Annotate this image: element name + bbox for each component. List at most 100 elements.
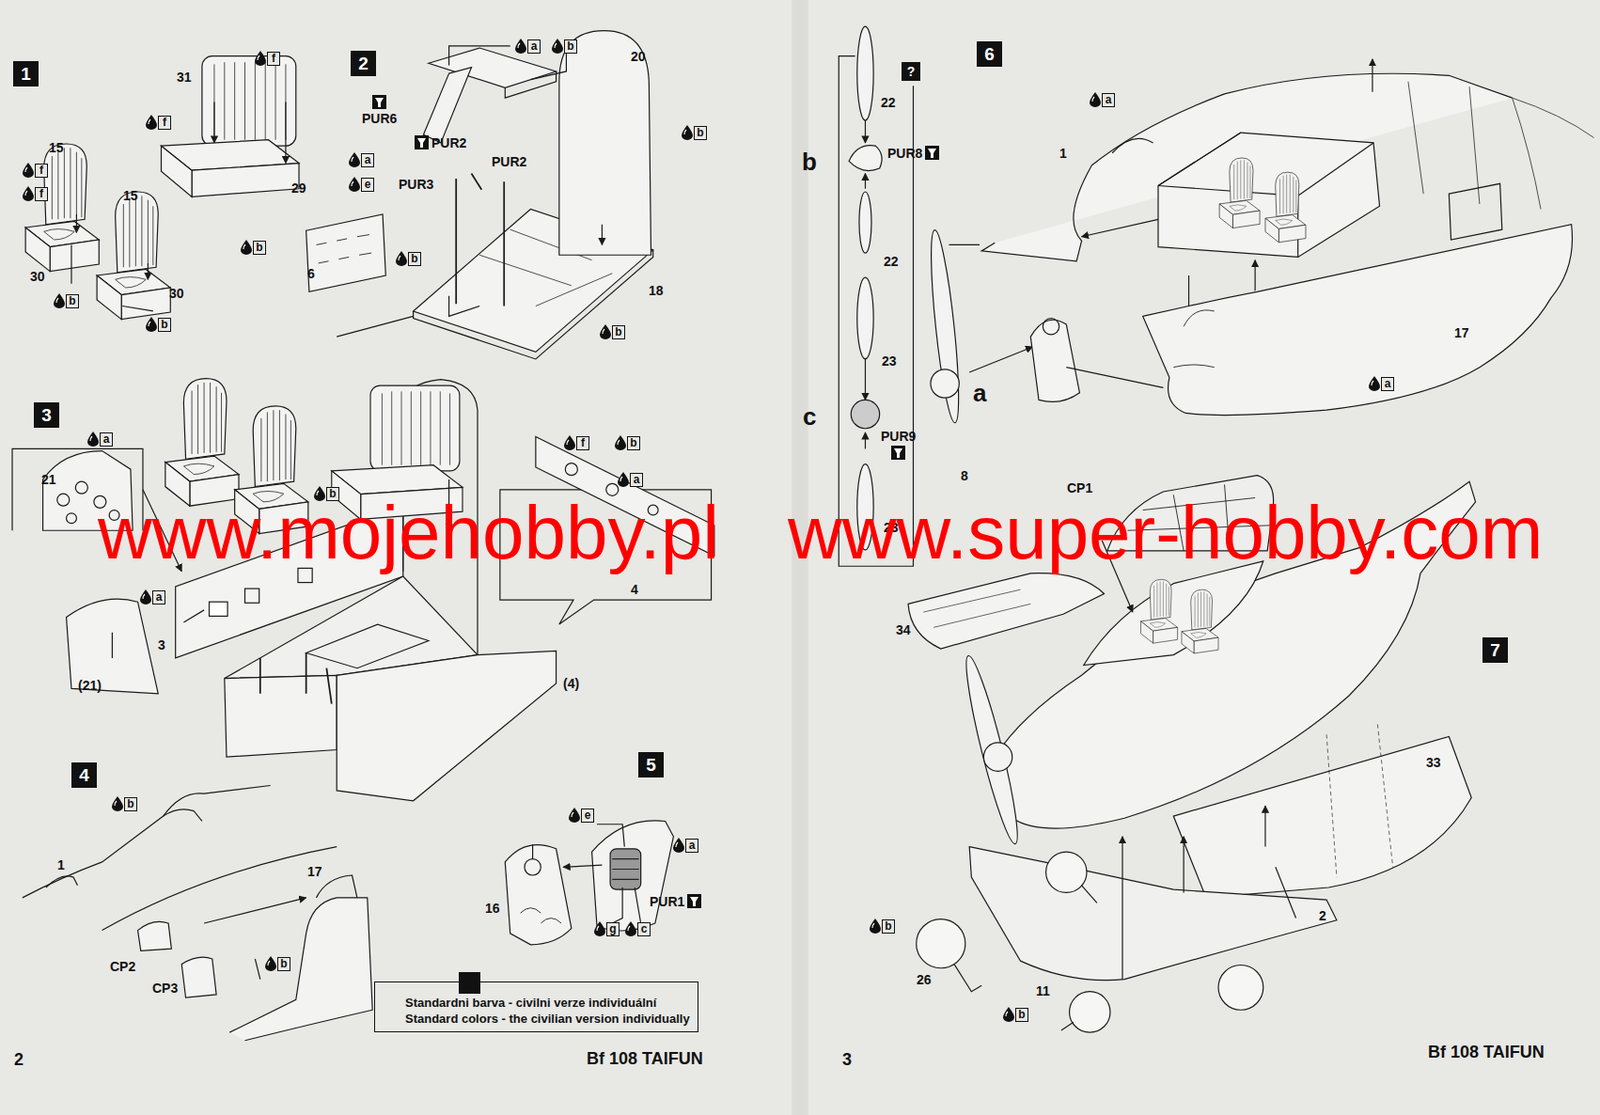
paint-drop-icon bbox=[87, 431, 99, 447]
part-number: 23 bbox=[881, 354, 897, 368]
note-box: Standardni barva - civilni verze individ… bbox=[374, 981, 699, 1033]
part-number: CP3 bbox=[152, 981, 178, 995]
color-callout: f bbox=[22, 186, 48, 202]
glue-icon bbox=[891, 445, 906, 460]
step-number-box: 5 bbox=[638, 752, 664, 778]
part-number: 17 bbox=[307, 864, 323, 879]
step-number-box: 2 bbox=[350, 50, 377, 77]
step-number-box: 1 bbox=[13, 61, 39, 87]
step-number: 7 bbox=[1490, 641, 1501, 659]
glue-code: PUR9 bbox=[880, 429, 916, 443]
step-number-box: 4 bbox=[71, 762, 97, 788]
color-letter: a bbox=[685, 838, 699, 853]
sub-step-letter: c bbox=[802, 404, 816, 429]
glue-callout: PUR1 bbox=[649, 894, 702, 909]
color-letter: b bbox=[611, 325, 626, 340]
paint-drop-icon bbox=[395, 250, 408, 267]
color-letter: f bbox=[34, 187, 48, 202]
color-letter: b bbox=[881, 919, 895, 934]
color-callout: b bbox=[614, 435, 641, 451]
part-number: 16 bbox=[485, 901, 501, 915]
part-number: CP1 bbox=[1066, 481, 1093, 495]
paint-drop-icon bbox=[22, 186, 34, 202]
part-number: 34 bbox=[895, 623, 911, 637]
color-callout: b bbox=[53, 293, 79, 309]
color-callout: a bbox=[1368, 376, 1395, 392]
color-callout: b bbox=[1003, 1006, 1029, 1022]
step-4-art bbox=[22, 785, 373, 1041]
step-5-art bbox=[504, 820, 674, 945]
paint-drop-icon bbox=[265, 956, 277, 972]
watermark: www.super-hobby.com bbox=[787, 495, 1543, 571]
step-number-box: 3 bbox=[33, 402, 60, 428]
color-letter: f bbox=[34, 163, 48, 178]
color-callout: f bbox=[254, 50, 281, 66]
color-callout: a bbox=[515, 38, 541, 54]
paint-drop-icon bbox=[617, 471, 629, 487]
paint-drop-icon bbox=[111, 796, 124, 812]
color-letter: a bbox=[152, 590, 166, 605]
step-2-art bbox=[306, 31, 654, 360]
color-letter: f bbox=[157, 115, 172, 130]
part-number: 1 bbox=[57, 858, 65, 872]
step-1-art bbox=[25, 56, 299, 320]
color-letter: g bbox=[606, 922, 620, 937]
part-number: CP2 bbox=[109, 959, 136, 973]
paint-drop-icon bbox=[869, 918, 881, 934]
part-number: 33 bbox=[1426, 755, 1442, 769]
color-callout: a bbox=[348, 152, 375, 168]
part-number: 1 bbox=[1059, 146, 1067, 160]
part-number: 8 bbox=[960, 469, 969, 483]
step-number: 2 bbox=[358, 54, 369, 73]
color-letter: a bbox=[629, 472, 644, 487]
color-letter: a bbox=[527, 39, 541, 54]
paint-drop-icon bbox=[145, 316, 157, 332]
part-number: 29 bbox=[291, 181, 307, 195]
color-callout: a bbox=[1089, 92, 1115, 108]
step-6-art bbox=[838, 26, 1594, 566]
paint-drop-icon bbox=[254, 50, 267, 66]
color-letter: e bbox=[360, 177, 375, 192]
color-letter: a bbox=[99, 432, 113, 447]
color-callout: b bbox=[869, 918, 895, 934]
sub-step-letter: b bbox=[801, 149, 817, 174]
color-callout: a bbox=[140, 589, 166, 605]
glue-code: PUR6 bbox=[361, 111, 397, 126]
color-letter: b bbox=[65, 294, 79, 309]
part-number: 15 bbox=[123, 188, 139, 203]
color-callout: b bbox=[551, 38, 578, 54]
color-letter: b bbox=[693, 125, 707, 141]
step-number: 4 bbox=[78, 766, 90, 785]
color-letter: f bbox=[266, 51, 281, 66]
color-callout: b bbox=[599, 324, 626, 340]
part-number: 15 bbox=[48, 141, 64, 155]
part-number: 4 bbox=[630, 582, 639, 597]
glue-code: PUR2 bbox=[431, 136, 467, 150]
color-callout: f bbox=[22, 162, 48, 178]
step-number: 3 bbox=[41, 406, 52, 424]
part-number: 6 bbox=[307, 266, 315, 281]
watermark: www.mojehobby.pl bbox=[97, 495, 720, 571]
color-callout: a bbox=[617, 471, 644, 487]
step-number: 6 bbox=[984, 45, 995, 63]
part-number: 3 bbox=[157, 638, 166, 652]
color-callout: b bbox=[395, 250, 422, 267]
color-letter: b bbox=[1015, 1007, 1029, 1022]
color-letter: a bbox=[1380, 376, 1395, 392]
part-number: 22 bbox=[880, 95, 896, 110]
part-number: 18 bbox=[648, 283, 664, 298]
color-letter: b bbox=[407, 251, 422, 267]
part-number: 21 bbox=[41, 472, 57, 487]
glue-icon bbox=[414, 135, 429, 150]
page-footer: Bf 108 TAIFUN bbox=[586, 1050, 704, 1067]
paint-drop-icon bbox=[140, 589, 152, 605]
part-number: (4) bbox=[563, 676, 580, 691]
step-number-box: 6 bbox=[976, 41, 1003, 67]
color-callout: b bbox=[240, 239, 267, 255]
color-letter: a bbox=[1101, 93, 1115, 108]
page-footer: 2 bbox=[14, 1050, 24, 1068]
paint-drop-icon bbox=[625, 921, 637, 937]
color-callout: a bbox=[87, 431, 113, 447]
color-callout: b bbox=[111, 796, 138, 812]
paint-drop-icon bbox=[599, 324, 612, 340]
